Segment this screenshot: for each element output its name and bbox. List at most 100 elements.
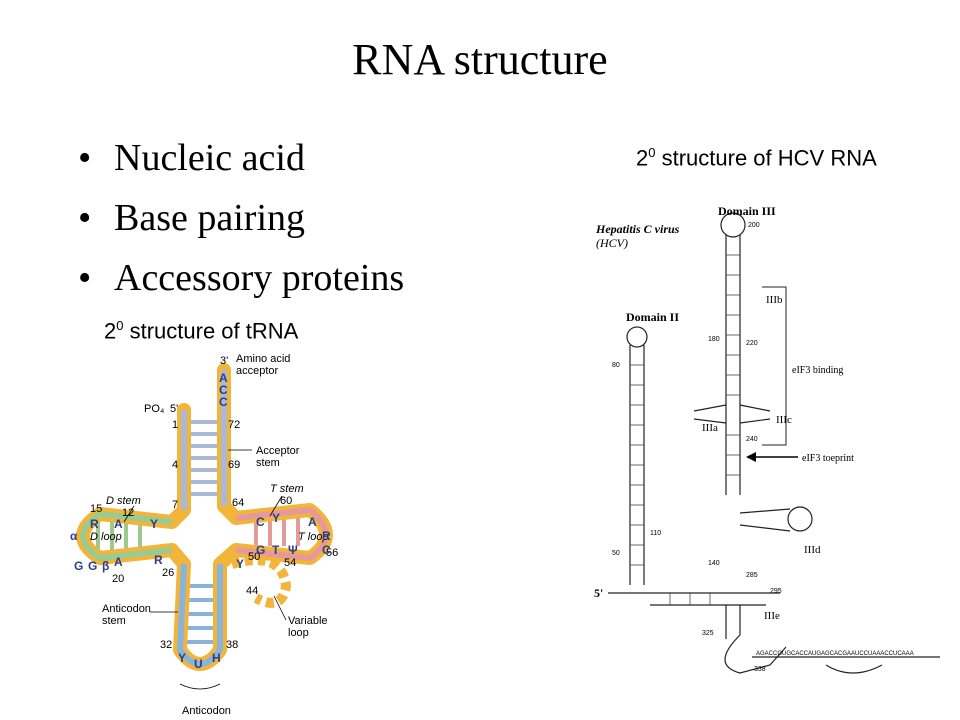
bullet-text: Accessory proteins [114, 257, 405, 299]
anticodon-stem-rungs [184, 584, 216, 644]
pos-number: 54 [284, 557, 296, 569]
d-loop-label: D loop [90, 531, 122, 543]
trna-leader-lines [123, 449, 287, 690]
hcv-pos-number: 200 [748, 222, 760, 229]
iiie-label: IIIe [764, 610, 780, 622]
t-stem-label: T stem [270, 483, 304, 495]
base: C [256, 515, 265, 529]
po4-label: PO₄ [144, 403, 165, 415]
bullet-item: • Nucleic acid [78, 128, 404, 188]
iiic-label: IIIc [776, 414, 792, 426]
pos-number: 44 [246, 585, 258, 597]
base: α [70, 529, 78, 543]
hcv-caption: 20 structure of HCV RNA [636, 145, 877, 171]
eif3-binding-bracket [762, 286, 787, 446]
iiia-label: IIIa [702, 422, 718, 434]
base: R [154, 553, 163, 567]
base: β [102, 559, 109, 573]
domain-3-label: Domain III [718, 204, 776, 218]
bullet-icon: • [78, 197, 92, 239]
hcv-caption-base: 2 [636, 145, 649, 171]
base: R [90, 517, 99, 531]
anticodon-label: Anticodon [182, 705, 231, 717]
base: A [308, 515, 317, 529]
pos-number: 15 [90, 503, 102, 515]
pos-number: 56 [326, 547, 338, 559]
bullet-icon: • [78, 257, 92, 299]
variable-loop [230, 555, 292, 608]
eif3-toeprint-label: eIF3 toeprint [802, 453, 854, 464]
hcv-diagram: Hepatitis C virus (HCV) Domain III Domai… [594, 204, 940, 674]
hcv-pos-number: 110 [650, 530, 661, 537]
base: Ψ [288, 543, 298, 557]
base: G [88, 559, 97, 573]
pos-number: 26 [162, 567, 174, 579]
bullet-item: • Accessory proteins [78, 248, 404, 308]
iiid-label: IIId [804, 544, 821, 556]
trna-caption: 20 structure of tRNA [104, 318, 298, 344]
base: Y [150, 517, 158, 531]
bullet-item: •Base pairing [78, 188, 404, 248]
pos-number: 38 [226, 639, 238, 651]
pos-number: 50 [248, 551, 260, 563]
d-stem-label: D stem [106, 495, 141, 507]
base: T [272, 543, 280, 557]
d-stem-rungs [96, 522, 142, 550]
base: A [114, 517, 123, 531]
hcv-backbone [608, 212, 940, 674]
acceptor-stem-label-2: stem [256, 457, 280, 469]
amino-acid-label: Amino acid [236, 353, 290, 365]
virus-abbrev-label: (HCV) [596, 236, 628, 250]
eif3-binding-label: eIF3 binding [792, 365, 843, 376]
pos-number: 69 [228, 459, 240, 471]
base: A [219, 371, 228, 385]
pos-number: 4 [172, 459, 178, 471]
acceptor-stem-label: Acceptor [256, 445, 300, 457]
hcv-pos-number: 50 [612, 550, 620, 557]
bullet-text: Nucleic acid [114, 137, 305, 179]
trna-3-end-label: 3' [220, 355, 228, 367]
hcv-pos-number: 338 [754, 666, 766, 673]
pos-number: 72 [228, 419, 240, 431]
base: C [219, 395, 228, 409]
hcv-pos-number: 180 [708, 336, 720, 343]
trna-diagram: 3' Amino acid acceptor PO₄ 5' Acceptor s… [70, 353, 338, 717]
t-loop-label: T loop [298, 531, 329, 543]
t-arm-strand [235, 506, 329, 562]
virus-name-label: Hepatitis C virus [595, 222, 680, 236]
trna-caption-sup: 0 [116, 318, 124, 333]
hcv-caption-sup: 0 [648, 145, 656, 160]
domain-2-label: Domain II [626, 310, 679, 324]
hcv-pos-number: 325 [702, 630, 714, 637]
base: C [322, 543, 331, 557]
base: A [114, 555, 123, 569]
hcv-pos-number: 240 [746, 436, 758, 443]
slide-title: RNA structure [352, 35, 608, 84]
hcv-5-end-label: 5' [594, 586, 603, 600]
hcv-pos-number: 220 [746, 340, 758, 347]
bullet-icon: • [78, 137, 92, 179]
base: C [219, 383, 228, 397]
eif3-toeprint-arrow [746, 452, 798, 462]
trna-5-end-label: 5' [170, 403, 178, 415]
d-arm-strand [80, 510, 173, 562]
variable-loop-label: Variable [288, 615, 328, 627]
iiib-label: IIIb [766, 294, 783, 306]
anticodon-stem-label-2: stem [102, 615, 126, 627]
bullet-list: • Nucleic acid •Base pairing • Accessory p… [78, 128, 404, 308]
hcv-pos-number: 285 [746, 572, 758, 579]
hcv-pos-number: 295 [770, 588, 782, 595]
hcv-3-tail-sequence: AGACCGUGCACCAUGAGCACGAAUCCUAAACCUCAAA [756, 651, 914, 657]
hcv-pair-ladder [630, 254, 740, 605]
trna-caption-base: 2 [104, 318, 117, 344]
pos-number: 20 [112, 573, 124, 585]
anticodon-stem-label: Anticodon [102, 603, 151, 615]
variable-loop-label-2: loop [288, 627, 309, 639]
pos-number: 12 [122, 507, 134, 519]
base: R [322, 529, 331, 543]
base: U [194, 657, 203, 671]
hcv-pos-number: 80 [612, 362, 620, 369]
pos-number: 60 [280, 495, 292, 507]
base: G [74, 559, 83, 573]
hcv-caption-text: structure of HCV RNA [655, 145, 877, 171]
